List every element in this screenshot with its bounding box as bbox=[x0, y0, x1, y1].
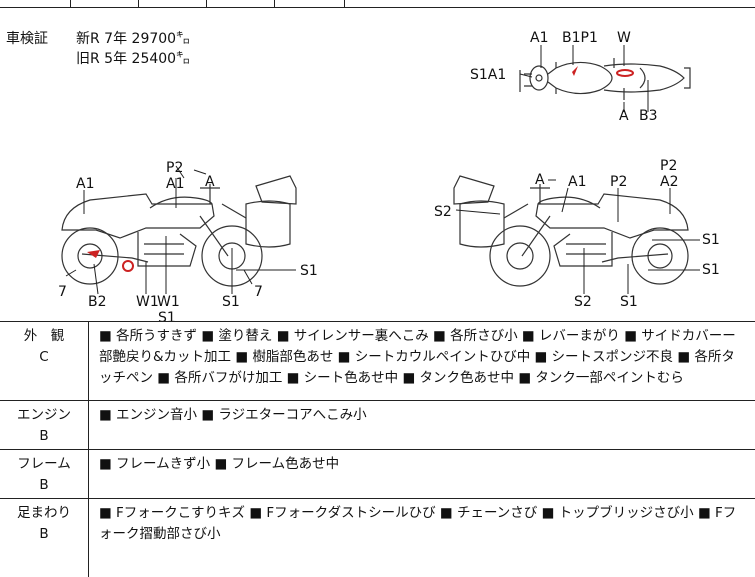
condition-item: ■ フレーム色あせ中 bbox=[214, 456, 339, 472]
label-S2: S2 bbox=[574, 294, 592, 310]
label-S2: S2 bbox=[434, 204, 452, 220]
label-A1: A1 bbox=[166, 176, 184, 192]
label-A1: A1 bbox=[530, 30, 548, 46]
top-table-strip bbox=[0, 0, 755, 8]
condition-item: ■ Fフォークダストシールひび bbox=[249, 505, 435, 521]
condition-item: ■ 各所さび小 bbox=[433, 328, 518, 344]
category-name: 外 観 bbox=[0, 326, 88, 347]
label-B3: B3 bbox=[639, 108, 658, 124]
condition-item: ■ タンク一部ペイントむら bbox=[518, 370, 684, 386]
condition-item: ■ 塗り替え bbox=[201, 328, 272, 344]
condition-item: ■ シートスポンジ不良 bbox=[535, 349, 674, 365]
top-view-motorcycle bbox=[520, 58, 690, 100]
grade: C bbox=[0, 347, 88, 368]
motorcycle-diagrams: A1 B1P1 W S1A1 A B3 bbox=[0, 8, 755, 321]
condition-item: ■ エンジン音小 bbox=[99, 407, 197, 423]
label-P2: P2 bbox=[166, 160, 183, 176]
label-P2: P2 bbox=[610, 174, 627, 190]
condition-details: ■ 各所うすきず ■ 塗り替え ■ サイレンサー裏へこみ ■ 各所さび小 ■ レ… bbox=[89, 322, 755, 401]
category-name: 足まわり bbox=[0, 503, 88, 524]
condition-row-exterior: 外 観 C ■ 各所うすきず ■ 塗り替え ■ サイレンサー裏へこみ ■ 各所さ… bbox=[0, 322, 755, 401]
label-A2: A2 bbox=[660, 174, 678, 190]
top-view-labels: A1 B1P1 W S1A1 A B3 bbox=[470, 30, 658, 124]
condition-row-footwork: 足まわり B ■ Fフォークこすりキズ ■ Fフォークダストシールひび ■ チェ… bbox=[0, 499, 755, 577]
condition-row-frame: フレーム B ■ フレームきず小 ■ フレーム色あせ中 bbox=[0, 450, 755, 499]
label-7: 7 bbox=[254, 284, 263, 300]
grade: B bbox=[0, 475, 88, 496]
label-S1: S1 bbox=[702, 232, 720, 248]
condition-item: ■ サイレンサー裏へこみ bbox=[277, 328, 429, 344]
condition-item: ■ チェーンさび bbox=[440, 505, 537, 521]
damage-mark-red bbox=[617, 70, 633, 76]
condition-item: ■ シート色あせ中 bbox=[287, 370, 399, 386]
condition-details: ■ エンジン音小 ■ ラジエターコアへこみ小 bbox=[89, 401, 755, 450]
label-S1: S1 bbox=[620, 294, 638, 310]
condition-item: ■ ラジエターコアへこみ小 bbox=[201, 407, 366, 423]
condition-details: ■ フレームきず小 ■ フレーム色あせ中 bbox=[89, 450, 755, 499]
label-S1: S1 bbox=[702, 262, 720, 278]
damage-mark-red bbox=[123, 261, 133, 271]
condition-item: ■ フレームきず小 bbox=[99, 456, 210, 472]
damage-diagram-area: 車検証 新R 7年 29700㌔ 旧R 5年 25400㌔ A1 bbox=[0, 8, 755, 322]
label-A1: A1 bbox=[568, 174, 586, 190]
label-A: A bbox=[205, 174, 215, 190]
condition-item: ■ トップブリッジさび小 bbox=[542, 505, 694, 521]
condition-item: ■ タンク色あせ中 bbox=[402, 370, 514, 386]
label-P2: P2 bbox=[660, 158, 677, 174]
grade: B bbox=[0, 524, 88, 545]
category-name: エンジン bbox=[0, 405, 88, 426]
condition-details: ■ Fフォークこすりキズ ■ Fフォークダストシールひび ■ チェーンさび ■ … bbox=[89, 499, 755, 577]
condition-item: ■ シートカウルペイントひび中 bbox=[338, 349, 531, 365]
condition-row-engine: エンジン B ■ エンジン音小 ■ ラジエターコアへこみ小 bbox=[0, 401, 755, 450]
grade: B bbox=[0, 426, 88, 447]
label-B2: B2 bbox=[88, 294, 107, 310]
label-B1P1: B1P1 bbox=[562, 30, 598, 46]
label-S1: S1 bbox=[300, 263, 318, 279]
label-A1: A1 bbox=[76, 176, 94, 192]
damage-mark-red bbox=[572, 66, 578, 76]
label-A: A bbox=[535, 172, 545, 188]
category-name: フレーム bbox=[0, 454, 88, 475]
label-W: W bbox=[617, 30, 631, 46]
label-S1A1: S1A1 bbox=[470, 67, 506, 83]
condition-table: 外 観 C ■ 各所うすきず ■ 塗り替え ■ サイレンサー裏へこみ ■ 各所さ… bbox=[0, 322, 755, 577]
condition-item: ■ レバーまがり bbox=[522, 328, 620, 344]
label-S1: S1 bbox=[222, 294, 240, 310]
condition-item: ■ 各所うすきず bbox=[99, 328, 197, 344]
condition-item: ■ 各所バフがけ加工 bbox=[157, 370, 282, 386]
label-7: 7 bbox=[58, 284, 67, 300]
label-W1: W1 bbox=[157, 294, 180, 310]
label-W1: W1 bbox=[136, 294, 159, 310]
condition-item: ■ 樹脂部色あせ bbox=[235, 349, 333, 365]
label-A: A bbox=[619, 108, 629, 124]
label-S1: S1 bbox=[158, 310, 176, 321]
condition-item: ■ Fフォークこすりキズ bbox=[99, 505, 245, 521]
